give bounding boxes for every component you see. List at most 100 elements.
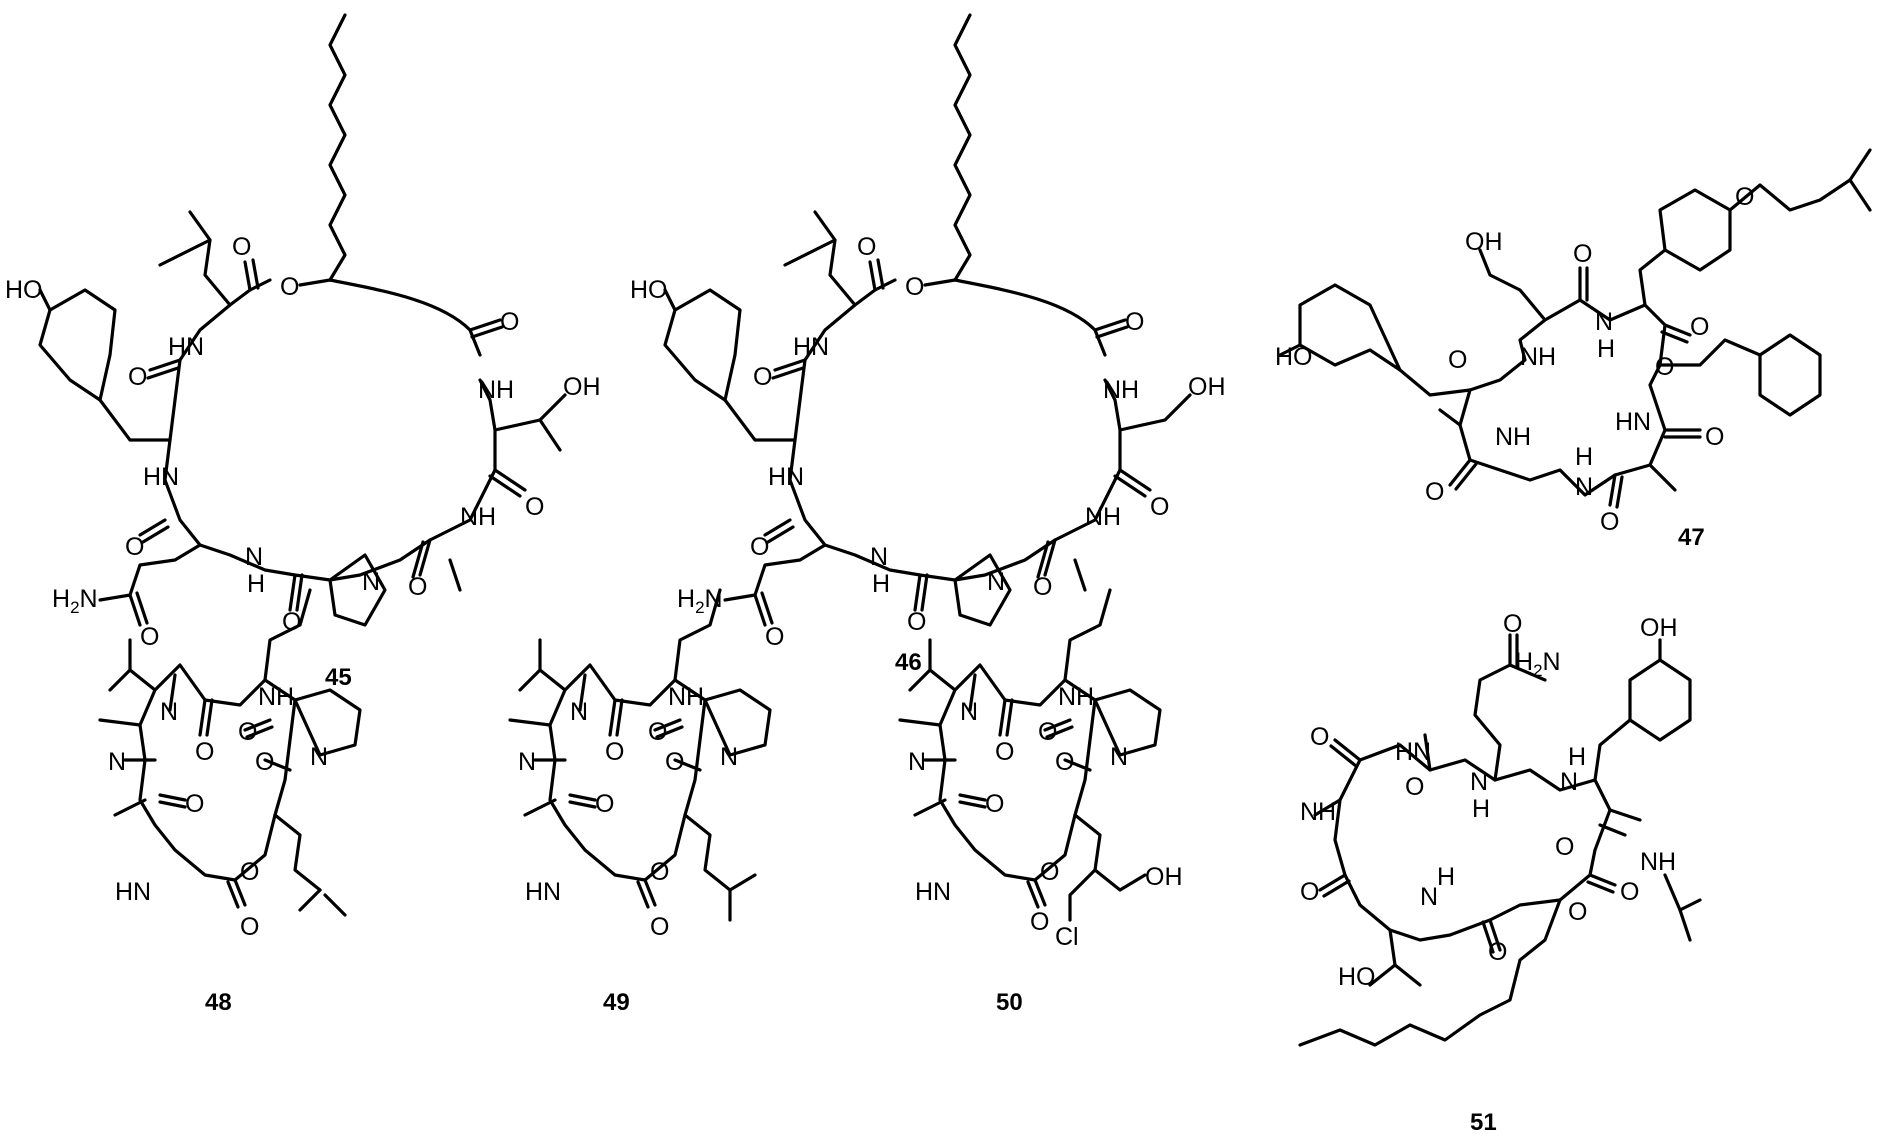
bond (288, 573, 297, 612)
bond (1278, 343, 1302, 357)
bond (1033, 878, 1047, 907)
atom-label: O (1555, 833, 1574, 861)
bond (898, 718, 942, 727)
bond (683, 813, 757, 892)
proline-ring-50 (1093, 688, 1162, 757)
atom-label: NH (1085, 503, 1121, 531)
bond (135, 591, 149, 625)
proline-ring-45 (328, 553, 387, 627)
atom-label: O (240, 858, 259, 886)
bond (251, 258, 260, 290)
phenyl-ring-47 (1758, 333, 1822, 417)
atom-label: OH (1145, 863, 1183, 891)
prenyltyrosine-ring-47 (1658, 188, 1732, 272)
bond (470, 325, 504, 339)
atom-label: H (1575, 443, 1593, 471)
structure-51: H2N O OH HN O O N H N H O O NH NH O H N … (1298, 610, 1702, 1136)
bond (226, 880, 240, 909)
bond (493, 468, 527, 492)
bond (1454, 462, 1478, 491)
proline-ring-46 (953, 553, 1012, 627)
atom-label: O (753, 363, 772, 391)
atom-label: O (232, 233, 251, 261)
atom-label: O (140, 623, 159, 651)
bond (876, 258, 885, 290)
bond (771, 366, 805, 380)
atom-label: O (650, 913, 669, 941)
atom-label: N (160, 698, 178, 726)
atom-label: HO (1275, 343, 1313, 371)
bond (411, 540, 425, 579)
atom-label: O (1150, 493, 1169, 521)
atom-label: O (1620, 878, 1639, 906)
atom-label: O (1038, 718, 1057, 746)
tyrosine-ring-46 (663, 288, 742, 402)
bond (1658, 338, 1762, 367)
bond (920, 573, 929, 612)
atom-label: H (1568, 743, 1586, 771)
bond (1368, 963, 1397, 987)
bond (953, 13, 972, 282)
atom-label: H (1472, 795, 1490, 823)
atom-label: N (108, 748, 126, 776)
atom-label: O (1030, 908, 1049, 936)
bond (1438, 408, 1462, 427)
bond (158, 238, 212, 267)
structure-48: N O NH O N O N O HN O O 48 (98, 588, 362, 1016)
bond (760, 591, 774, 625)
bond (763, 518, 792, 537)
atom-label: N (720, 743, 738, 771)
bond (418, 538, 432, 577)
bond (263, 758, 292, 772)
atom-label: N (1560, 768, 1578, 796)
bond (1608, 473, 1617, 507)
atom-label: HN (793, 333, 829, 361)
bond (1663, 873, 1702, 912)
bond (673, 758, 702, 772)
bond (1043, 538, 1057, 577)
atom-label: HN (143, 463, 179, 491)
macrocycle-ring-45 (163, 278, 497, 582)
bond (1586, 880, 1615, 894)
proline-ring-49 (703, 688, 772, 757)
bond (1036, 540, 1050, 579)
atom-label: O (1425, 478, 1444, 506)
atom-label: Cl (1055, 923, 1079, 951)
bond (108, 668, 157, 692)
atom-label: O (985, 790, 1004, 818)
atom-label: O (650, 858, 669, 886)
atom-label: O (408, 573, 427, 601)
atom-label: O (280, 273, 299, 301)
atom-label: N (245, 543, 263, 571)
atom-label: HO (1338, 963, 1376, 991)
bond (615, 698, 624, 737)
atom-label: H (1597, 335, 1615, 363)
bond (1588, 873, 1617, 887)
atom-label: O (1300, 878, 1319, 906)
atom-label: N (1420, 883, 1438, 911)
atom-label: OH (1640, 614, 1678, 642)
bond (468, 318, 502, 332)
atom-label: N (1595, 308, 1613, 336)
atom-label: O (1600, 508, 1619, 536)
atom-label: O (605, 738, 624, 766)
bond (673, 588, 722, 682)
bond (295, 573, 304, 612)
compound-label-49: 49 (603, 989, 630, 1016)
bond (1298, 898, 1562, 1047)
atom-label: O (1448, 346, 1467, 374)
atom-label: HO (5, 276, 43, 304)
atom-label: H2N (1515, 648, 1561, 680)
bond (488, 474, 522, 498)
atom-label: O (648, 718, 667, 746)
structure-46: HO O O HN O HN O H2N O N H O N O NH O NH… (630, 13, 1226, 676)
atom-label: O (1040, 858, 1059, 886)
bond (233, 878, 247, 907)
bond (1005, 698, 1014, 737)
atom-label: NH (460, 503, 496, 531)
atom-label: H (1437, 863, 1455, 891)
atom-label: O (1705, 423, 1724, 451)
bond (653, 718, 682, 732)
bond (168, 673, 177, 712)
atom-label: N (518, 748, 536, 776)
